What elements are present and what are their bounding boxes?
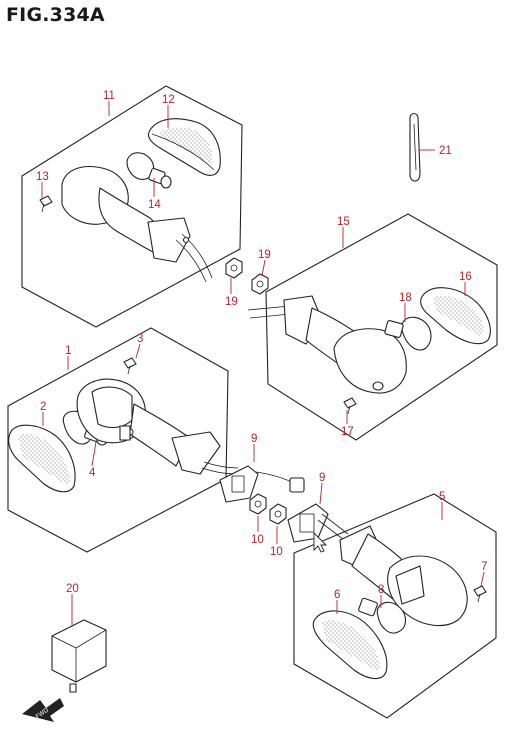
assembly-box-rear-left — [21, 85, 243, 328]
mounting-gasket-9-left — [219, 465, 305, 503]
nut-19-upper-right — [251, 273, 269, 295]
nut-10-right — [269, 503, 287, 525]
callout-18: 18 — [399, 292, 412, 304]
callout-19-lower: 19 — [225, 296, 238, 308]
callout-9-left: 9 — [251, 433, 257, 445]
callout-12: 12 — [162, 94, 175, 106]
callout-17: 17 — [341, 426, 354, 438]
callout-21: 21 — [439, 145, 452, 157]
mounting-gasket-9-right — [287, 503, 329, 543]
callout-leader-lines — [41, 101, 485, 626]
callout-16: 16 — [459, 271, 472, 283]
callout-13: 13 — [36, 171, 49, 183]
callout-10-right: 10 — [270, 546, 283, 558]
assembly-box-front-right — [293, 493, 497, 719]
callout-14: 14 — [148, 199, 161, 211]
mouse-pointer-icon — [313, 531, 328, 553]
turn-signal-relay — [51, 619, 107, 693]
callout-8: 8 — [378, 584, 384, 596]
callout-6: 6 — [334, 589, 340, 601]
turn-signal-lamp-rear-right — [247, 287, 491, 415]
callout-10-left: 10 — [251, 534, 264, 546]
callout-11: 11 — [103, 90, 115, 102]
nut-19-upper-left — [225, 257, 243, 279]
callout-5: 5 — [439, 491, 445, 503]
callout-3: 3 — [137, 333, 143, 345]
turn-signal-lamp-rear-left — [39, 118, 221, 283]
nut-10-left — [249, 493, 267, 515]
turn-signal-lamp-front-right — [312, 513, 487, 680]
callout-7: 7 — [481, 561, 487, 573]
callout-1: 1 — [65, 345, 71, 357]
wire-clip-21 — [409, 112, 421, 182]
callout-15: 15 — [337, 216, 350, 228]
forward-direction-arrow: FWD — [22, 698, 64, 722]
callout-2: 2 — [40, 401, 46, 413]
assembly-box-rear-right — [265, 213, 498, 441]
turn-signal-lamp-front-left — [8, 357, 239, 493]
callout-4: 4 — [89, 467, 96, 479]
callout-20: 20 — [66, 583, 79, 595]
callout-19-upper: 19 — [258, 249, 271, 261]
callout-9-right: 9 — [319, 472, 325, 484]
figure-title: FIG.334A — [6, 4, 105, 26]
